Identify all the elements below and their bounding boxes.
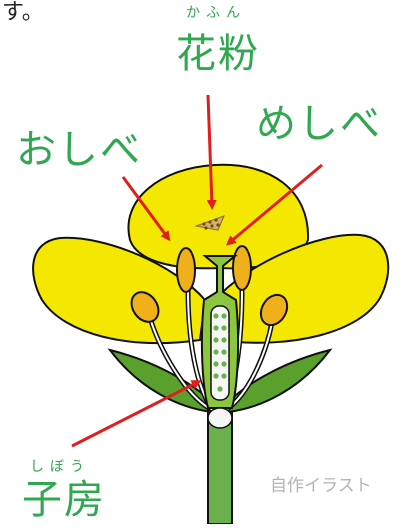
- pistil-label: めしべ: [256, 104, 382, 144]
- ovary-ruby: しぼう: [30, 460, 90, 474]
- header-text: す。: [2, 2, 44, 24]
- stamen-label: おしべ: [16, 130, 142, 170]
- caption: 自作イラスト: [270, 478, 372, 495]
- petal-back: [128, 165, 308, 269]
- arrow-ovary: [72, 382, 198, 446]
- ovary-label: 子房: [22, 480, 106, 520]
- pollen-label: 花粉: [176, 34, 260, 74]
- pollen-ruby: かふん: [186, 6, 246, 20]
- sepal-right: [226, 350, 330, 412]
